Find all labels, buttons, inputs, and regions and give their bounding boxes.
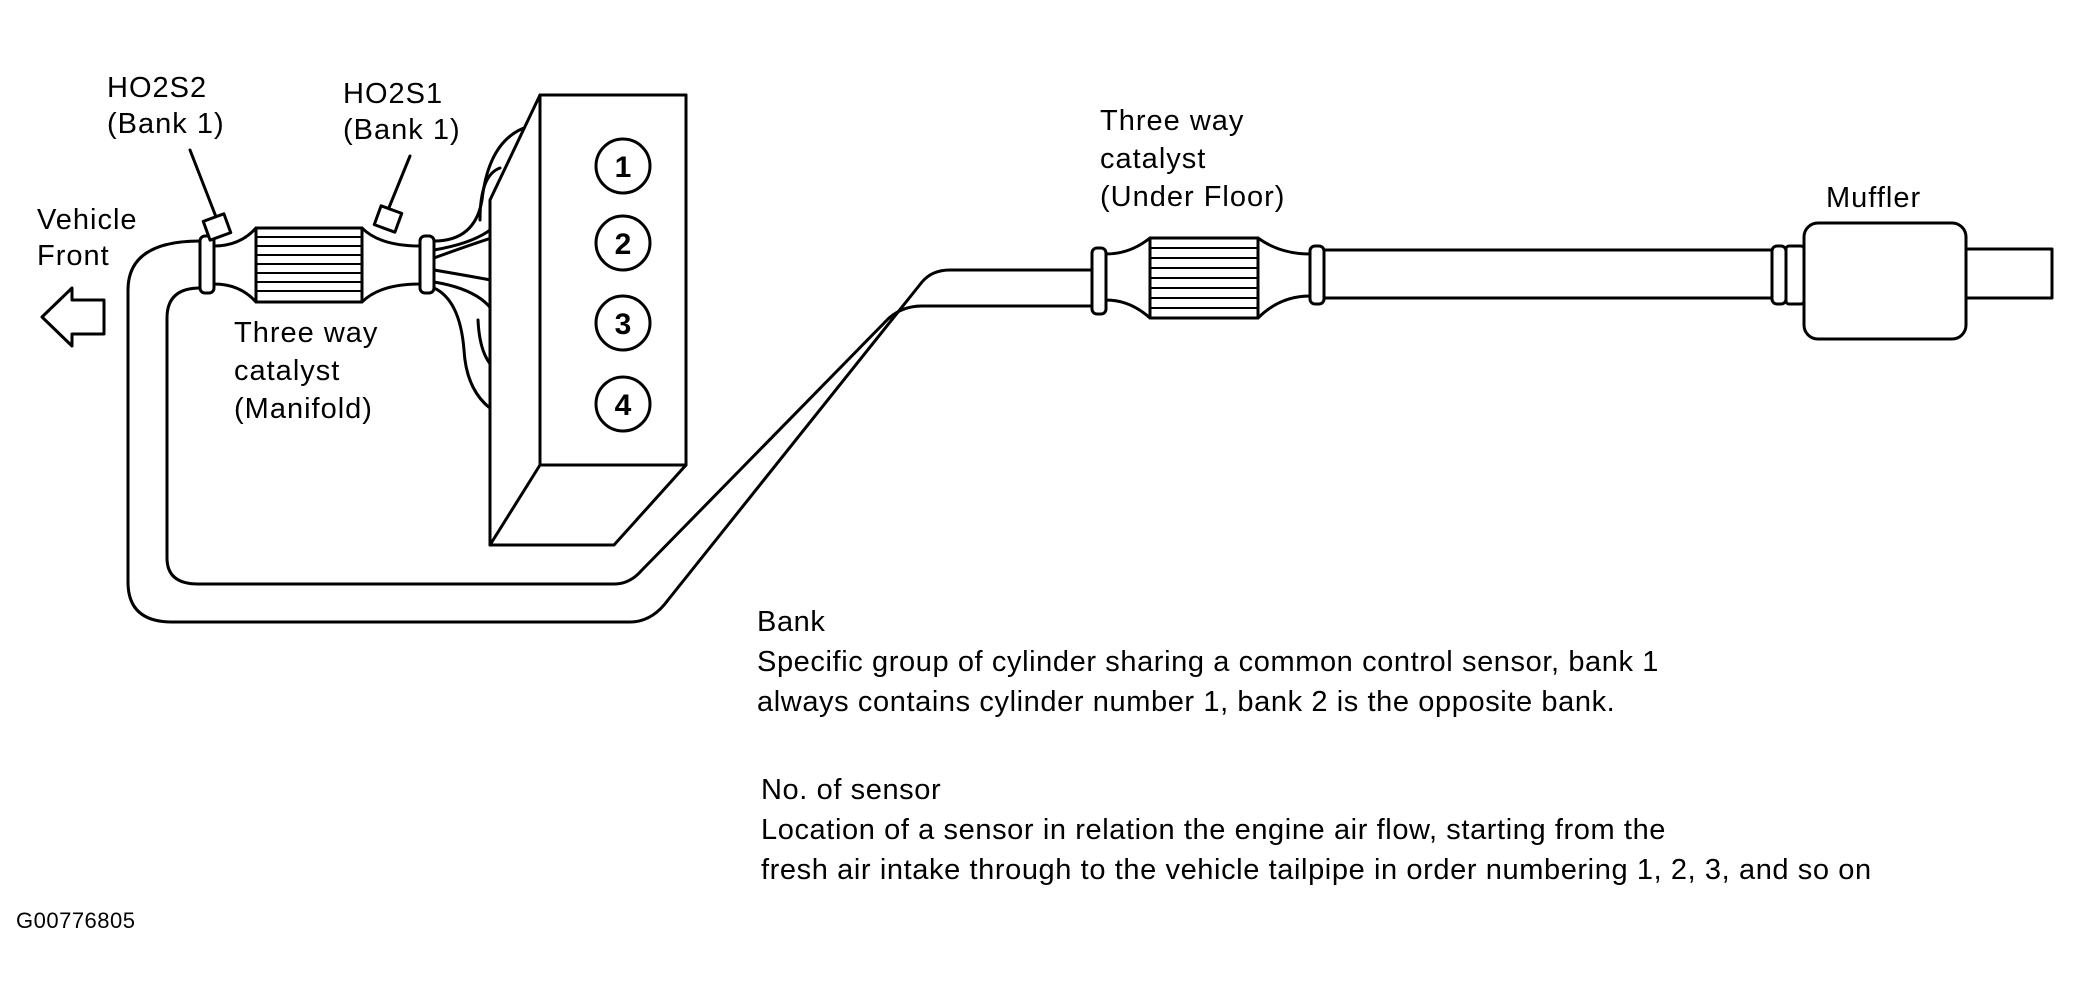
muffler-label: Muffler bbox=[1826, 182, 1922, 214]
ho2s2-sensor-icon bbox=[188, 148, 233, 242]
ho2s1-label: HO2S1 (Bank 1) bbox=[343, 76, 461, 148]
cylinder-1-label: 1 bbox=[615, 151, 632, 184]
catalyst-manifold-line1: Three way bbox=[234, 317, 379, 349]
sensor-number-note-line: Location of a sensor in relation the eng… bbox=[761, 814, 1667, 846]
cylinder-2-marker bbox=[594, 214, 652, 272]
cylinder-markers: 1 2 3 4 bbox=[594, 137, 652, 433]
cylinder-4-label: 4 bbox=[615, 389, 632, 422]
vehicle-front-line2: Front bbox=[37, 240, 110, 272]
under-floor-catalyst bbox=[1104, 236, 1312, 320]
vehicle-front-line1: Vehicle bbox=[37, 204, 138, 236]
sensor-number-note-line: fresh air intake through to the vehicle … bbox=[761, 854, 1872, 886]
catalyst-manifold-label: Three way catalyst (Manifold) bbox=[234, 314, 378, 428]
figure-code: G00776805 bbox=[16, 908, 136, 933]
bank-note-heading: Bank bbox=[757, 606, 826, 638]
manifold-catalyst bbox=[212, 226, 422, 304]
catalyst-under-floor-line1: Three way bbox=[1100, 105, 1245, 137]
ho2s1-sensor-icon bbox=[372, 154, 412, 234]
ho2s2-name: HO2S2 bbox=[107, 72, 208, 104]
catalyst-manifold-line3: (Manifold) bbox=[234, 393, 373, 425]
bank-note-line: Specific group of cylinder sharing a com… bbox=[757, 646, 1659, 678]
ho2s2-label: HO2S2 (Bank 1) bbox=[107, 70, 225, 142]
exhaust-pipe bbox=[126, 234, 2054, 624]
bank-note-line: always contains cylinder number 1, bank … bbox=[757, 686, 1616, 718]
sensor-number-note-heading: No. of sensor bbox=[761, 774, 942, 806]
catalyst-under-floor-line2: catalyst bbox=[1100, 143, 1207, 175]
catalyst-under-floor-line3: (Under Floor) bbox=[1100, 181, 1286, 213]
sensor-number-note: No. of sensor Location of a sensor in re… bbox=[761, 770, 1872, 890]
muffler-inlet-joint bbox=[1784, 244, 1806, 306]
cylinder-3-marker bbox=[594, 294, 652, 352]
cylinder-1-marker bbox=[594, 137, 652, 195]
cylinder-3-label: 3 bbox=[615, 308, 632, 341]
muffler-body bbox=[1802, 221, 1968, 341]
vehicle-front-label: Vehicle Front bbox=[37, 202, 138, 274]
catalyst-manifold-line2: catalyst bbox=[234, 355, 341, 387]
cylinder-2-label: 2 bbox=[615, 228, 632, 261]
catalyst-under-floor-label: Three way catalyst (Under Floor) bbox=[1100, 102, 1285, 216]
ho2s1-name: HO2S1 bbox=[343, 78, 444, 110]
vehicle-front-arrow-icon bbox=[40, 286, 106, 348]
cylinder-4-marker bbox=[594, 375, 652, 433]
engine-block bbox=[488, 93, 688, 547]
ho2s2-bank: (Bank 1) bbox=[107, 108, 225, 140]
ho2s1-bank: (Bank 1) bbox=[343, 114, 461, 146]
bank-note: Bank Specific group of cylinder sharing … bbox=[757, 602, 1659, 722]
